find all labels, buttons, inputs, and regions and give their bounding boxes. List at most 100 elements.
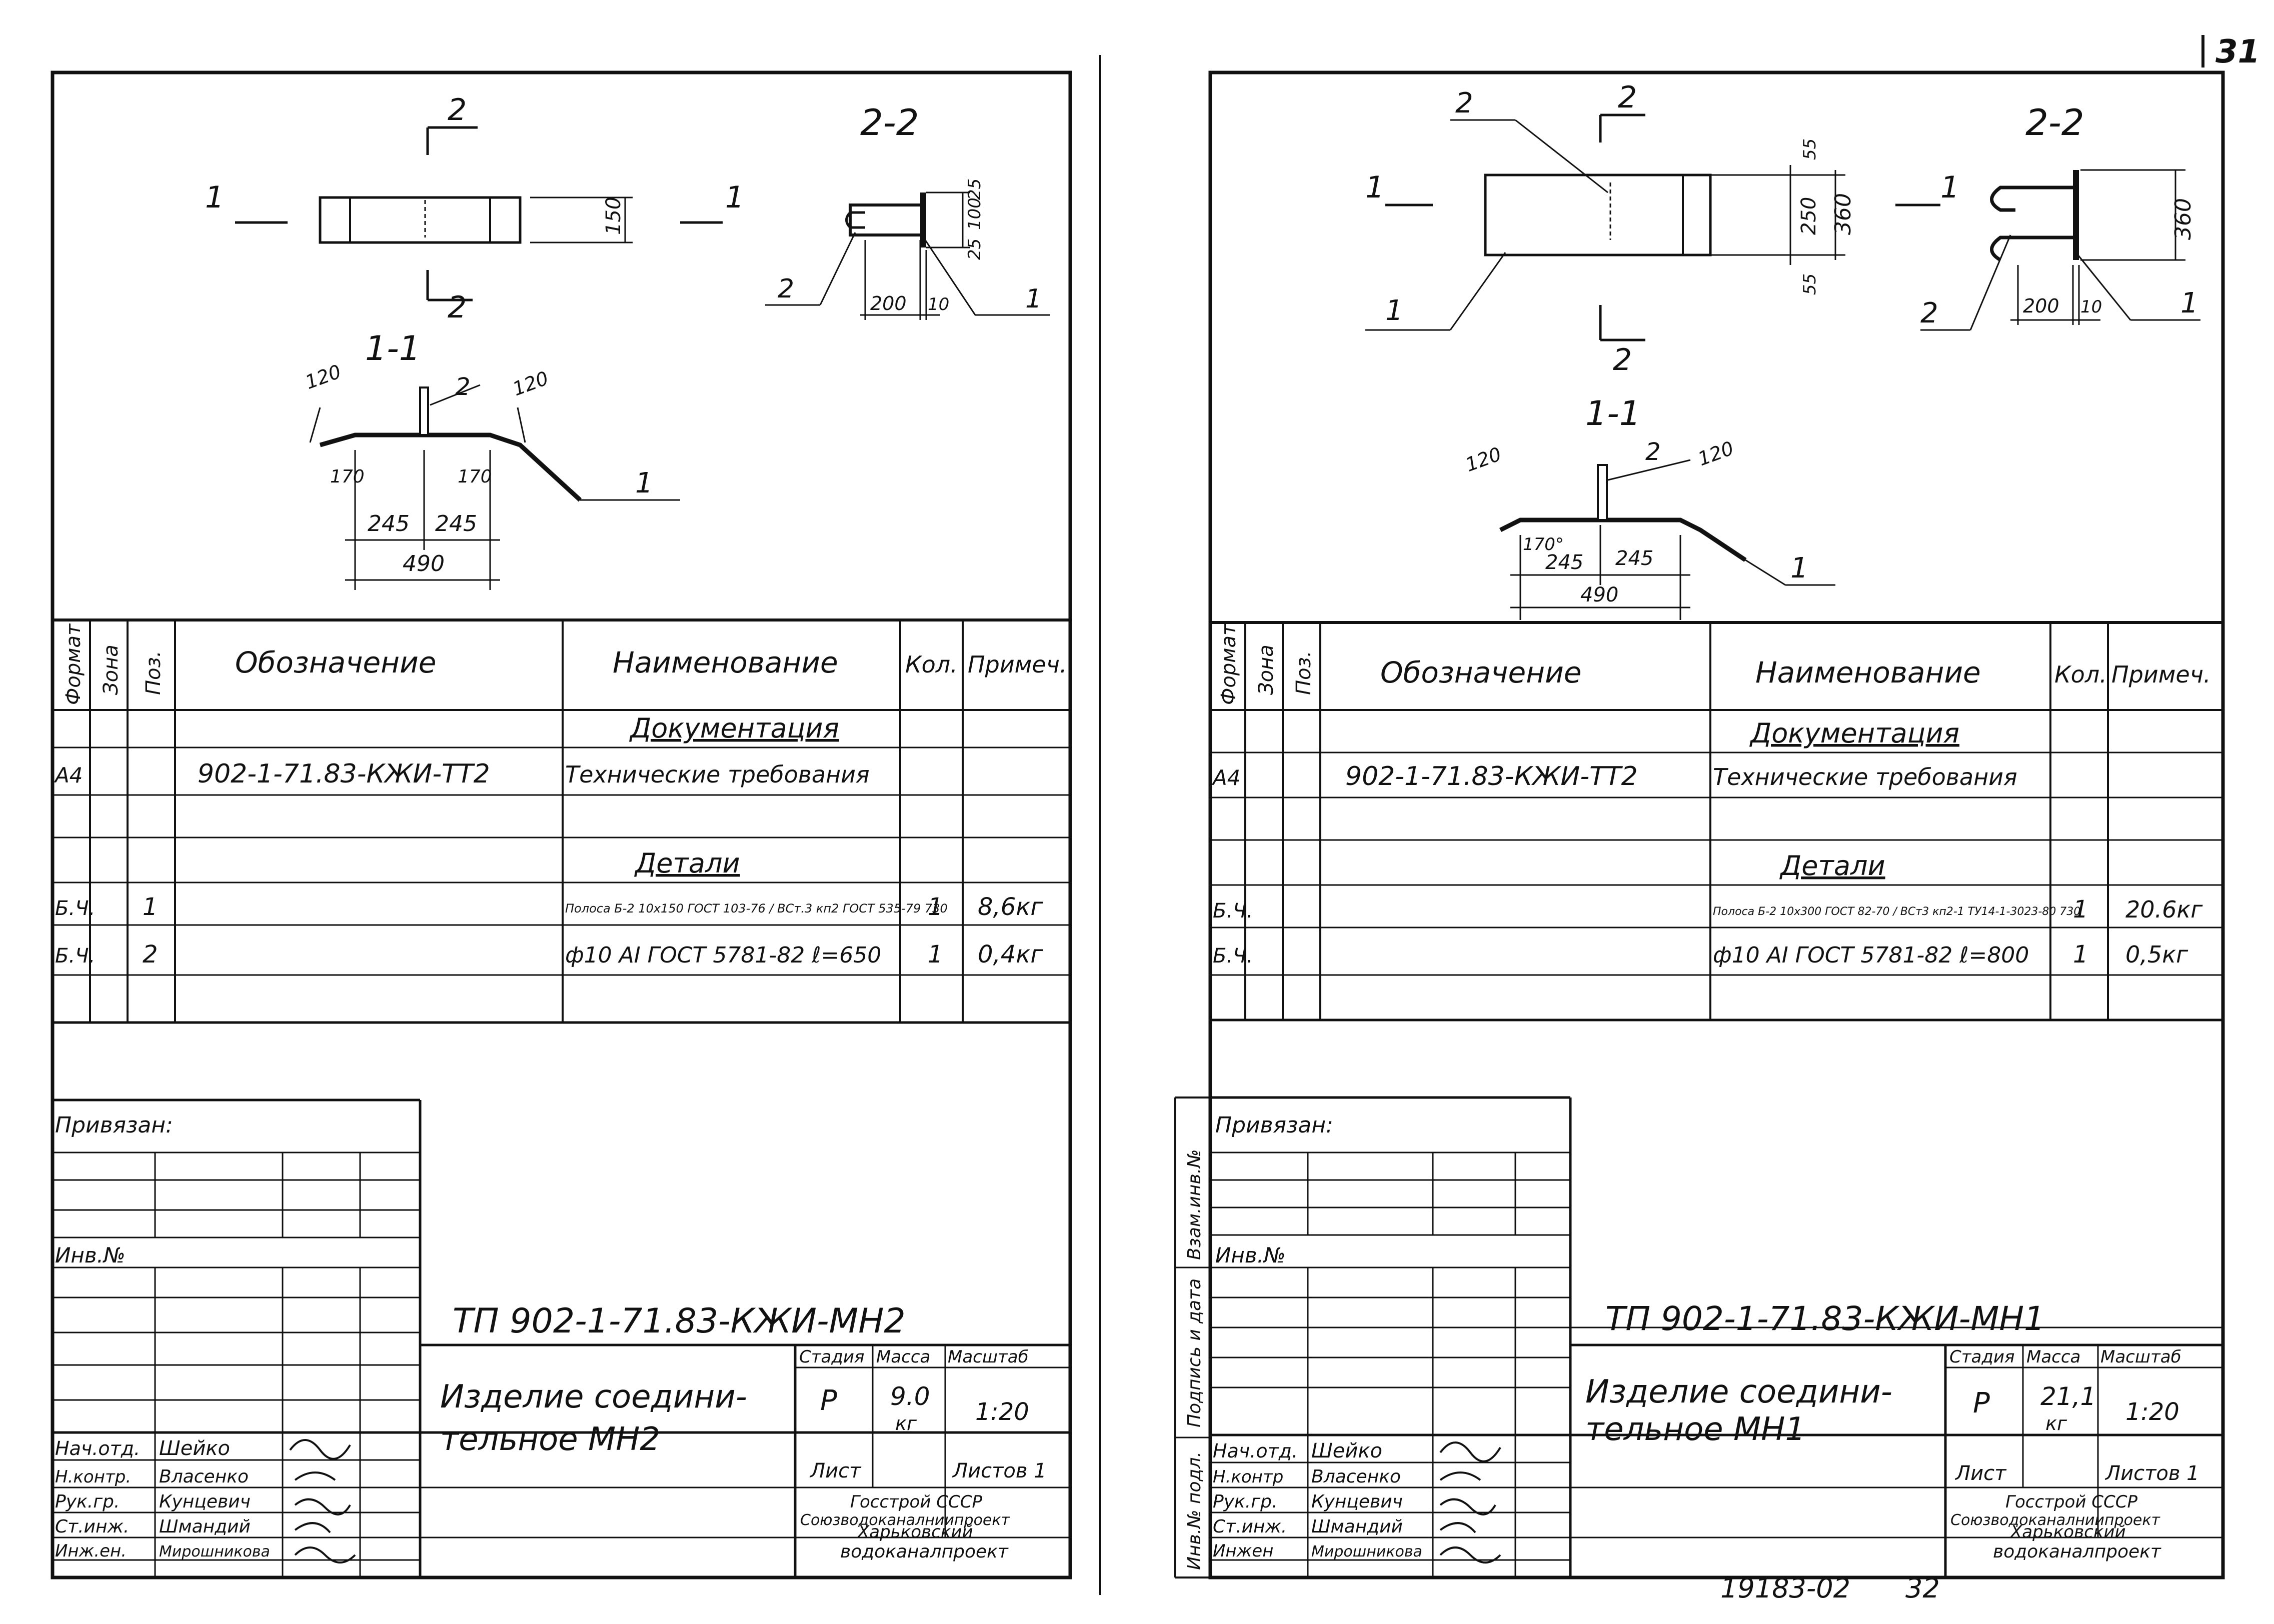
svg-text:Р: Р [1973, 1387, 1990, 1420]
svg-text:1: 1 [928, 940, 943, 968]
svg-text:Н.контр.: Н.контр. [55, 1467, 131, 1487]
drawing-code: ТП 902-1-71.83-КЖИ-МН2 [453, 1302, 906, 1341]
svg-text:1: 1 [2073, 940, 2088, 968]
header-designation: Обозначение [235, 646, 436, 680]
svg-text:2: 2 [1920, 297, 1938, 330]
svg-text:Власенко: Власенко [1311, 1466, 1401, 1487]
section-2-2-title: 2-2 [860, 102, 919, 144]
svg-text:200: 200 [870, 292, 907, 314]
svg-text:Харьковский: Харьковский [857, 1522, 973, 1542]
svg-text:Детали: Детали [634, 848, 740, 879]
svg-text:Поз.: Поз. [142, 650, 165, 695]
plate-plan [1484, 174, 1712, 256]
marker-1-right: 1 [725, 180, 744, 215]
svg-text:10: 10 [2080, 297, 2102, 317]
svg-text:Кол.: Кол. [2054, 661, 2107, 688]
item-name-line1: Изделие соедини- [440, 1378, 747, 1416]
svg-text:Б.Ч.: Б.Ч. [55, 944, 95, 968]
svg-text:21,1: 21,1 [2040, 1382, 2096, 1411]
svg-text:Рук.гр.: Рук.гр. [1213, 1492, 1277, 1512]
svg-text:1: 1 [1385, 294, 1403, 327]
sheet-left: 2 2 1 1 150 2-2 25 100 25 200 10 [51, 70, 1072, 1580]
svg-text:Формат: Формат [62, 623, 85, 705]
item-name-line2: тельное МН2 [440, 1421, 660, 1458]
signatures [1439, 1442, 1501, 1564]
svg-text:1: 1 [635, 467, 653, 500]
svg-text:Масса: Масса [876, 1347, 930, 1367]
svg-text:Стадия: Стадия [1949, 1347, 2014, 1367]
footer-page: 32 [1905, 1572, 1940, 1604]
svg-text:Инв.№: Инв.№ [1215, 1243, 1286, 1268]
svg-text:120: 120 [1695, 437, 1736, 470]
svg-text:Привязан:: Привязан: [1215, 1112, 1333, 1138]
signatures [289, 1439, 356, 1564]
svg-text:120: 120 [303, 360, 344, 394]
svg-text:55: 55 [1800, 138, 1820, 160]
svg-text:120: 120 [1463, 443, 1504, 476]
svg-text:Кунцевич: Кунцевич [159, 1492, 251, 1512]
svg-text:Мирошникова: Мирошникова [159, 1543, 270, 1560]
svg-text:Изделие соедини-: Изделие соедини- [1585, 1374, 1892, 1410]
svg-text:250: 250 [1797, 197, 1820, 235]
right-drawing: 2 2 1 1 2 1 55 250 55 360 2-2 360 [1365, 80, 2200, 620]
svg-text:ф10 АI ГОСТ 5781-82 ℓ=650: ф10 АI ГОСТ 5781-82 ℓ=650 [565, 942, 881, 968]
section-2-2-title: 2-2 [2025, 102, 2084, 144]
svg-text:Шмандий: Шмандий [159, 1516, 251, 1537]
svg-text:Масса: Масса [2026, 1347, 2080, 1367]
svg-text:водоканалпроект: водоканалпроект [840, 1542, 1009, 1562]
section-1-1-title: 1-1 [365, 329, 421, 368]
svg-text:20.6кг: 20.6кг [2125, 896, 2203, 923]
spec-designation-tt2: 902-1-71.83-КЖИ-ТТ2 [198, 759, 490, 789]
svg-text:Полоса Б-2 10x150 ГОСТ 103-76: Полоса Б-2 10x150 ГОСТ 103-76 / ВСт.3 кп… [565, 902, 948, 916]
svg-text:1: 1 [1365, 170, 1384, 205]
svg-text:100: 100 [965, 198, 985, 230]
svg-text:Взам.инв.№: Взам.инв.№ [1184, 1149, 1205, 1260]
right-spec-table [1210, 621, 2223, 1022]
svg-text:170: 170 [330, 466, 365, 487]
svg-text:водоканалпроект: водоканалпроект [1993, 1542, 2161, 1562]
dim-150: 150 [602, 197, 625, 235]
svg-text:Б.Ч.: Б.Ч. [1213, 944, 1253, 968]
svg-text:Зона: Зона [1255, 644, 1278, 695]
svg-text:Рук.гр.: Рук.гр. [55, 1492, 120, 1512]
svg-text:360: 360 [2170, 198, 2196, 240]
svg-text:200: 200 [2023, 295, 2059, 317]
svg-text:Детали: Детали [1779, 850, 1885, 882]
svg-text:55: 55 [1800, 274, 1820, 295]
svg-text:2: 2 [1455, 87, 1473, 120]
svg-text:Поз.: Поз. [1292, 650, 1315, 695]
svg-text:Инв.№ подл.: Инв.№ подл. [1184, 1452, 1205, 1570]
svg-text:170°: 170° [1523, 534, 1564, 554]
svg-text:245: 245 [1615, 547, 1653, 570]
svg-text:Документация: Документация [1749, 718, 1959, 749]
drawing-code: ТП 902-1-71.83-КЖИ-МН1 [1605, 1300, 2045, 1338]
svg-text:Документация: Документация [629, 712, 839, 744]
footer-code: 19183-02 [1720, 1572, 1850, 1604]
svg-text:2: 2 [1645, 438, 1661, 466]
svg-text:1: 1 [143, 893, 158, 921]
svg-text:тельное МН1: тельное МН1 [1585, 1411, 1805, 1448]
svg-text:1: 1 [1940, 170, 1959, 205]
left-spec-table [53, 618, 1070, 1024]
svg-text:8,6кг: 8,6кг [978, 893, 1043, 921]
svg-text:А4: А4 [54, 763, 83, 788]
svg-text:Кунцевич: Кунцевич [1311, 1492, 1403, 1512]
svg-text:2: 2 [1613, 342, 1632, 378]
svg-text:Стадия: Стадия [799, 1347, 864, 1367]
svg-text:Инжен: Инжен [1213, 1541, 1273, 1561]
svg-text:Шейко: Шейко [1311, 1440, 1382, 1462]
marker-1-left: 1 [205, 180, 224, 215]
svg-text:Подпись и дата: Подпись и дата [1184, 1278, 1205, 1428]
sheet-frame [51, 70, 1072, 1580]
svg-text:1:20: 1:20 [2125, 1398, 2179, 1426]
svg-text:Масштаб: Масштаб [2100, 1347, 2181, 1367]
svg-text:245: 245 [435, 511, 477, 536]
svg-text:Масштаб: Масштаб [948, 1347, 1029, 1367]
svg-text:кг: кг [895, 1412, 917, 1434]
svg-text:10: 10 [928, 294, 949, 314]
svg-text:Листов 1: Листов 1 [2104, 1462, 2199, 1485]
svg-text:170: 170 [458, 466, 492, 487]
svg-text:Шейко: Шейко [159, 1437, 230, 1460]
svg-text:490: 490 [1580, 584, 1618, 606]
